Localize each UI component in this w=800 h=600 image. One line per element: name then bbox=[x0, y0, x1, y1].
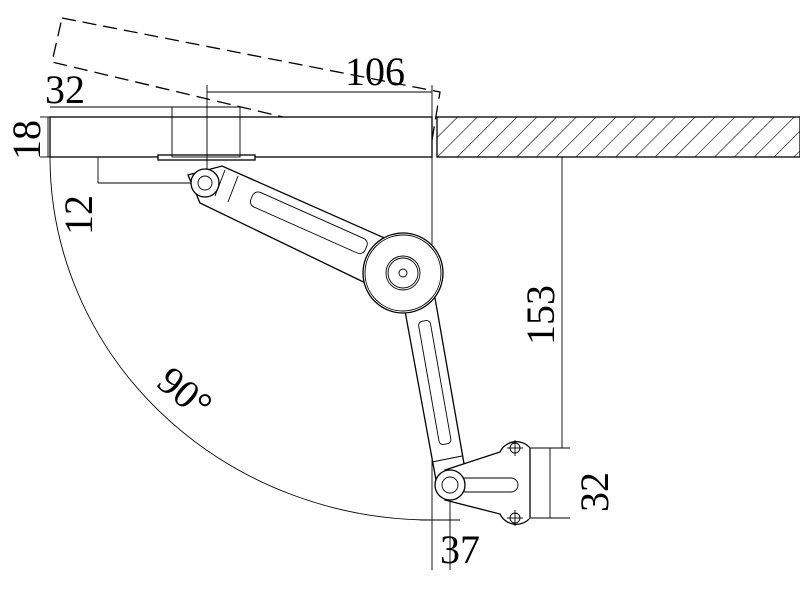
top-pivot bbox=[190, 168, 220, 198]
lid-bracket bbox=[157, 154, 256, 161]
dim-90-degrees: 90° bbox=[149, 357, 221, 427]
dim-37: 37 bbox=[440, 527, 480, 572]
bottom-pivot bbox=[434, 469, 466, 501]
dimension-lines bbox=[40, 85, 570, 570]
base-plate bbox=[444, 441, 531, 525]
cabinet-panel bbox=[436, 116, 800, 158]
dim-153: 153 bbox=[518, 285, 563, 345]
lid-panel bbox=[49, 116, 433, 158]
center-disc bbox=[362, 232, 444, 314]
dim-32-right: 32 bbox=[572, 472, 617, 512]
dim-32-top: 32 bbox=[45, 67, 85, 112]
lower-arm bbox=[402, 297, 467, 481]
dim-106: 106 bbox=[345, 49, 405, 94]
dim-12: 12 bbox=[56, 195, 101, 235]
dim-18: 18 bbox=[4, 120, 49, 160]
